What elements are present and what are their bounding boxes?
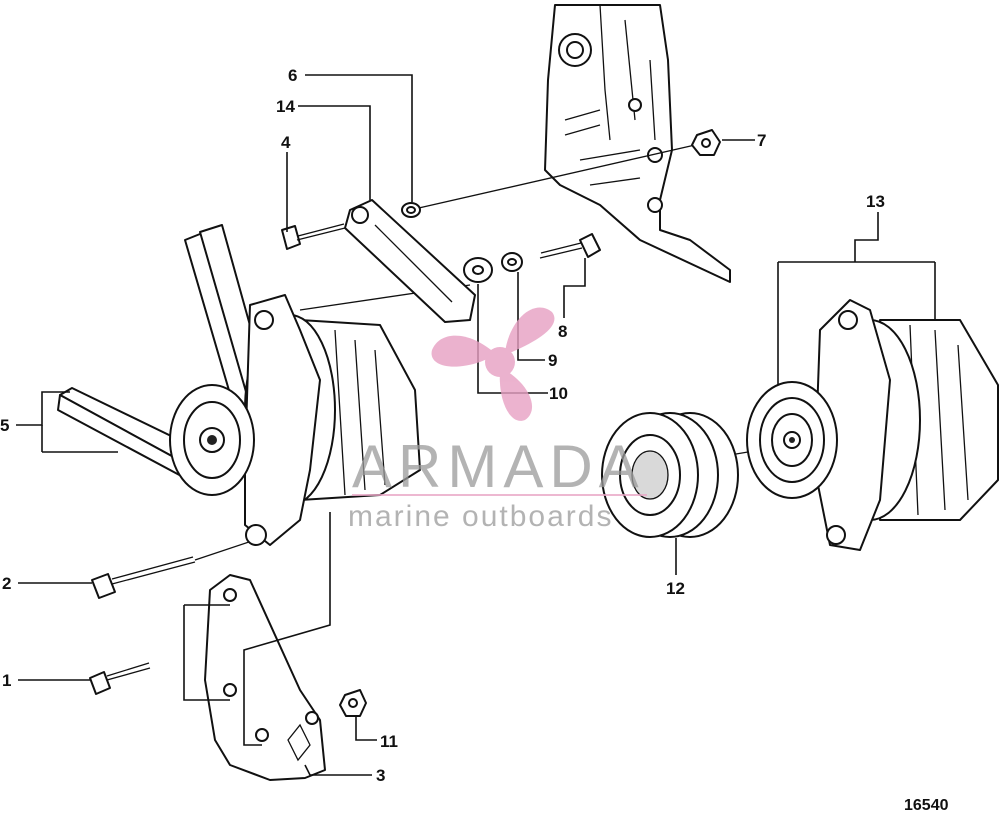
- watermark-tagline: marine outboards: [348, 500, 614, 533]
- adjusting-bracket: [344, 199, 476, 323]
- callout-1: 1: [2, 671, 11, 690]
- callout-11: 11: [380, 732, 398, 751]
- bolt-lower: [89, 662, 151, 695]
- watermark-divider: [352, 494, 647, 496]
- watermark-brand: ARMADA: [352, 433, 645, 500]
- flat-washer-small: [501, 252, 523, 272]
- callout-14: 14: [276, 97, 295, 116]
- callout-2: 2: [2, 574, 11, 593]
- bolt-adjusting: [539, 233, 601, 259]
- callout-6: 6: [288, 66, 297, 85]
- spacer: [401, 202, 421, 218]
- callout-10: 10: [549, 384, 568, 403]
- callout-5: 5: [0, 416, 9, 435]
- propeller-icon: [431, 307, 555, 421]
- mounting-bracket: [204, 574, 326, 781]
- flat-washer-large: [463, 257, 493, 283]
- callout-8: 8: [558, 322, 567, 341]
- figure-number: 16540: [904, 797, 949, 814]
- callout-3: 3: [376, 766, 385, 785]
- nut-lower: [339, 689, 367, 717]
- callout-12: 12: [666, 579, 685, 598]
- bolt-upper: [281, 223, 346, 250]
- bolt-long: [91, 556, 196, 599]
- callout-leaders: [16, 74, 936, 776]
- nut-upper: [691, 129, 721, 156]
- engine-block-mount: [544, 4, 731, 283]
- callout-4: 4: [281, 133, 291, 152]
- alternator-installed: [169, 294, 421, 546]
- callout-7: 7: [757, 131, 766, 150]
- alternator-replacement: [746, 299, 999, 551]
- callout-13: 13: [866, 192, 885, 211]
- callout-9: 9: [548, 351, 557, 370]
